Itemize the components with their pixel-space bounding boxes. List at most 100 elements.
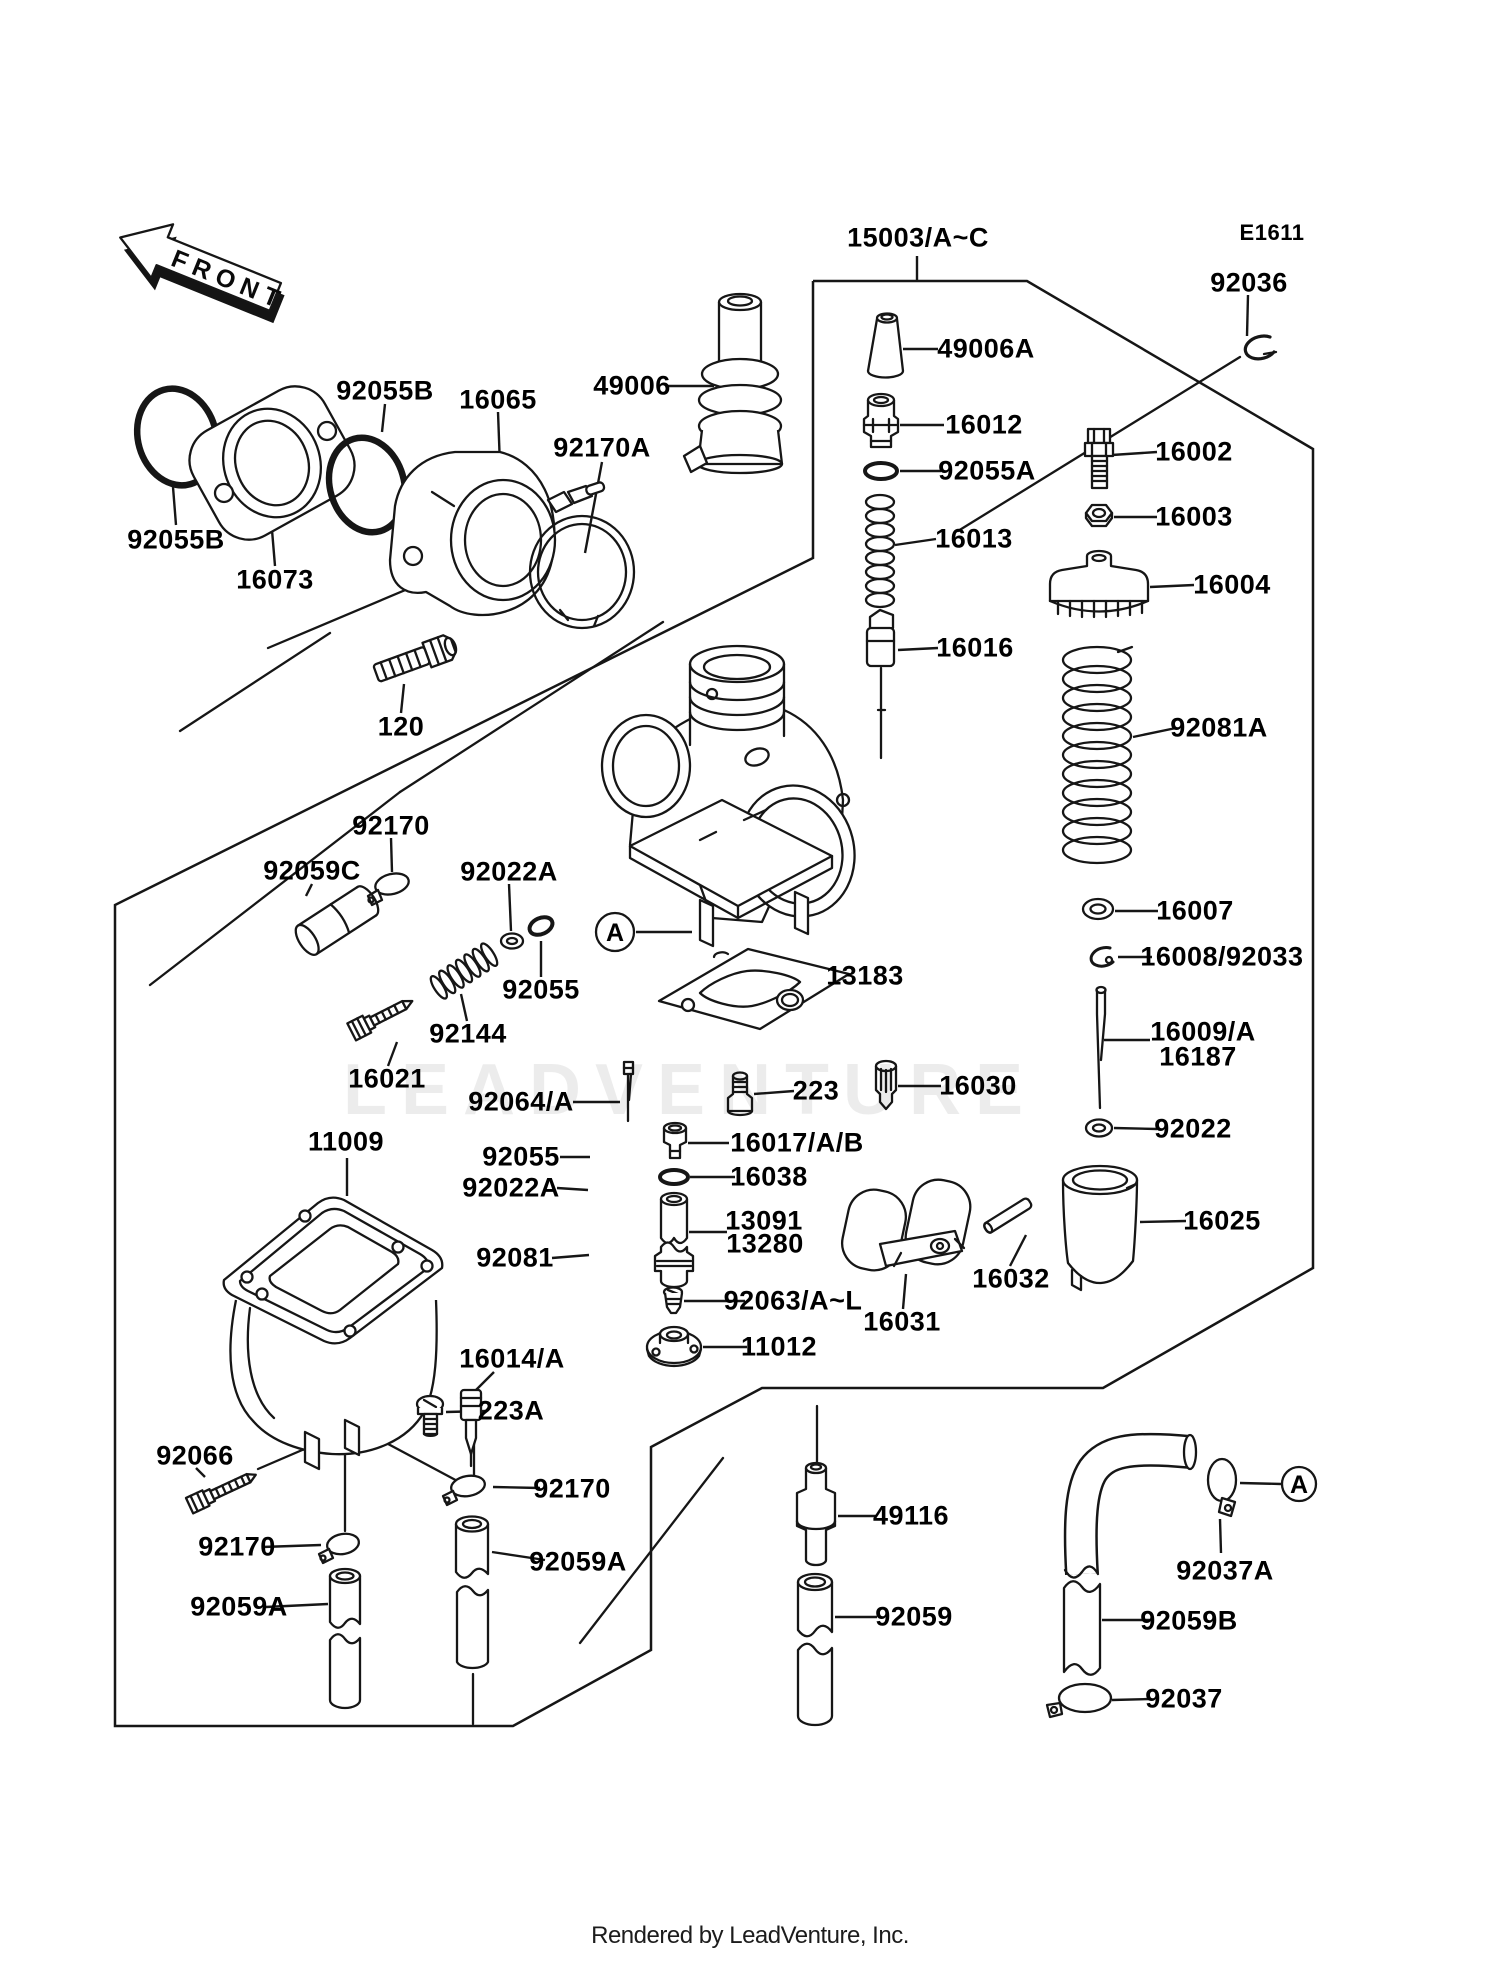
part-label-92055: 92055 [502,974,580,1005]
spring-16013-drawing [864,493,896,609]
part-label-92059c: 92059C [263,855,361,886]
part-label-11012: 11012 [740,1331,818,1362]
tubes-92059a-left-drawing [328,1567,362,1710]
part-label-92066: 92066 [156,1440,234,1471]
clamp-92170-left-drawing [317,1532,361,1565]
clamp-92170a-drawing [528,481,636,630]
part-label-16003: 16003 [1155,501,1233,532]
part-label-92059a: 92059A [190,1591,288,1622]
bellows-49006-drawing [682,292,784,475]
part-label-92036: 92036 [1210,267,1288,298]
part-label-92022a: 92022A [462,1172,560,1203]
part-label-92081: 92081 [476,1242,554,1273]
assembly-boundary [113,279,1315,1728]
jet-16017-drawing [662,1121,688,1160]
valve-16030-drawing [874,1059,898,1111]
part-label-92170a: 92170A [553,432,651,463]
part-label-92064-a: 92064/A [468,1086,574,1117]
adjuster-16012-drawing [862,392,900,449]
oring-92055a-drawing [863,461,899,481]
part-label-16004: 16004 [1193,569,1271,600]
clamp-92170-mid-drawing [441,1474,486,1507]
footer-credit: Rendered by LeadVenture, Inc. [591,1922,909,1949]
pointer-lines [148,355,1242,1726]
pin-16032-drawing [983,1197,1033,1234]
leader-lines [171,256,1282,1702]
tubes-92059-drawing [796,1572,834,1727]
bolt-120-drawing [372,634,458,683]
part-label-16073: 16073 [236,564,314,595]
part-label-92055a: 92055A [938,455,1036,486]
part-label-49006a: 49006A [937,333,1035,364]
detail-marker-a-bottom: A [1280,1465,1318,1503]
spring-92144-drawing [429,942,499,1000]
part-label-16014-a: 16014/A [459,1343,565,1374]
part-label-16031: 16031 [863,1306,941,1337]
detail-marker-a-bottom-label: A [1290,1471,1308,1499]
cap-16004-drawing [1048,549,1150,619]
part-label-16012: 16012 [945,409,1023,440]
needle-jet-13091-drawing [653,1191,695,1289]
float-valve-16014-drawing [459,1388,483,1468]
part-label-92081a: 92081A [1170,712,1268,743]
detail-marker-a-mid: A [594,911,636,953]
jet-needle-16009-drawing [1095,985,1107,1110]
part-label-16187: 16187 [1159,1041,1237,1072]
part-label-92055: 92055 [482,1141,560,1172]
part-49116-drawing [795,1461,837,1567]
part-label-92170: 92170 [352,810,430,841]
oring-16038-drawing [658,1168,690,1186]
part-label-16007: 16007 [1156,895,1234,926]
part-label-16009-a: 16009/A [1150,1016,1256,1047]
pivot-11012-drawing [645,1325,703,1368]
part-label-92055b: 92055B [127,524,225,555]
part-label-92022: 92022 [1154,1113,1232,1144]
washer-16007-drawing [1081,897,1115,921]
part-label-92055b: 92055B [336,375,434,406]
clip-16008-drawing [1089,946,1115,968]
screw-16021-drawing [346,999,414,1042]
oring-92055b-top-drawing [325,434,409,536]
part-label-16025: 16025 [1183,1205,1261,1236]
part-label-13183: 13183 [826,960,904,991]
part-label-49006: 49006 [593,370,671,401]
part-label-15003-a-c: 15003/A~C [847,222,989,253]
plunger-16016-drawing [865,608,896,712]
part-label-92144: 92144 [429,1018,507,1049]
cone-49006a-drawing [866,312,905,379]
elbow-hose-drawing [1063,1432,1198,1579]
gasket-13183-drawing [657,947,851,1031]
cup-16025-drawing [1061,1164,1139,1292]
part-label-49116: 49116 [872,1500,950,1531]
part-label-223a: 223A [477,1395,545,1426]
part-label-120: 120 [377,711,425,742]
float-16031-drawing [841,1178,972,1272]
part-label-92037: 92037 [1145,1683,1223,1714]
part-label-92022a: 92022A [460,856,558,887]
screw-223a-drawing [415,1394,445,1438]
hose-92059b-drawing [1062,1580,1102,1676]
part-label-16017-a-b: 16017/A/B [730,1127,864,1158]
part-label-16016: 16016 [936,632,1014,663]
part-label-16021: 16021 [348,1063,426,1094]
part-label-16013: 16013 [935,523,1013,554]
part-label-16065: 16065 [459,384,537,415]
part-label-11009: 11009 [307,1126,385,1157]
clamp-92037-drawing [1045,1682,1113,1719]
bolt-16002-drawing [1083,427,1115,490]
part-label-92059a: 92059A [529,1546,627,1577]
screw-223-drawing [726,1071,754,1117]
detail-marker-a-mid-label: A [606,919,624,947]
part-label-92059b: 92059B [1140,1605,1238,1636]
part-label-92037a: 92037A [1176,1555,1274,1586]
part-label-13280: 13280 [726,1228,804,1259]
washer-92022a-mid-drawing [499,932,525,950]
part-label-223: 223 [792,1075,840,1106]
part-label-16008-92033: 16008/92033 [1140,941,1304,972]
tube-92059c-drawing [294,885,380,956]
spring-92081a-drawing [1061,645,1134,865]
carb-holder-16065-drawing [388,450,557,617]
part-label-16032: 16032 [972,1263,1050,1294]
part-label-13091: 13091 [725,1205,803,1236]
